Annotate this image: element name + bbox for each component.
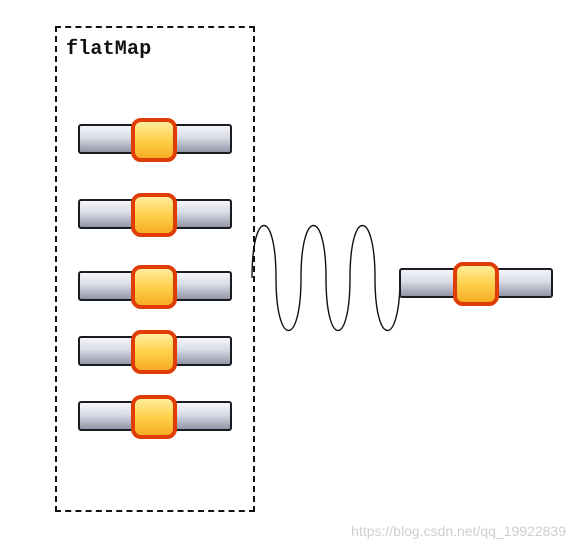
flatmap-container-box (55, 26, 255, 512)
input-item-3 (78, 265, 232, 309)
input-item-1 (78, 118, 232, 162)
wave-connector (251, 225, 401, 331)
output-item (399, 262, 553, 306)
marble (131, 330, 177, 374)
input-item-5 (78, 395, 232, 439)
marble (131, 193, 177, 237)
watermark-text: https://blog.csdn.net/qq_19922839 (351, 523, 566, 539)
input-item-2 (78, 193, 232, 237)
diagram-title: flatMap (66, 38, 152, 61)
marble (131, 395, 177, 439)
marble (131, 118, 177, 162)
input-item-4 (78, 330, 232, 374)
marble (131, 265, 177, 309)
marble (453, 262, 499, 306)
